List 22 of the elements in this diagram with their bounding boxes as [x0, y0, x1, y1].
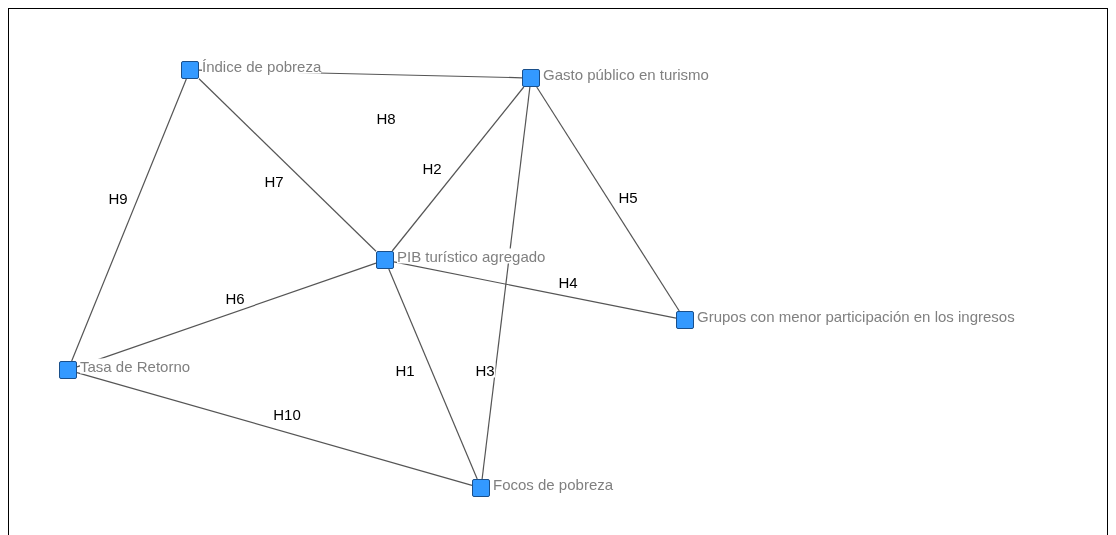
connector-line — [536, 86, 680, 312]
node-label: Tasa de Retorno — [80, 358, 191, 374]
connector-line — [393, 261, 677, 319]
node-square — [472, 479, 490, 497]
node-label: Focos de pobreza — [493, 476, 614, 492]
connector-line — [198, 78, 377, 252]
node-square — [676, 311, 694, 329]
node-square — [59, 361, 77, 379]
node-label: Índice de pobreza — [202, 58, 322, 74]
connector-line — [391, 86, 525, 252]
edge-label: H3 — [474, 362, 496, 378]
node-square — [522, 69, 540, 87]
connector-line — [71, 78, 187, 362]
connector-line — [388, 268, 478, 480]
node-square — [181, 61, 199, 79]
connector-line — [76, 262, 377, 368]
node-square — [376, 251, 394, 269]
connector-line — [76, 371, 473, 487]
node-label: PIB turístico agregado — [397, 248, 546, 264]
node-label: Grupos con menor participación en los ingresos — [697, 308, 1015, 324]
connector-line — [481, 86, 531, 480]
node-label: Gasto público en turismo — [543, 66, 709, 82]
